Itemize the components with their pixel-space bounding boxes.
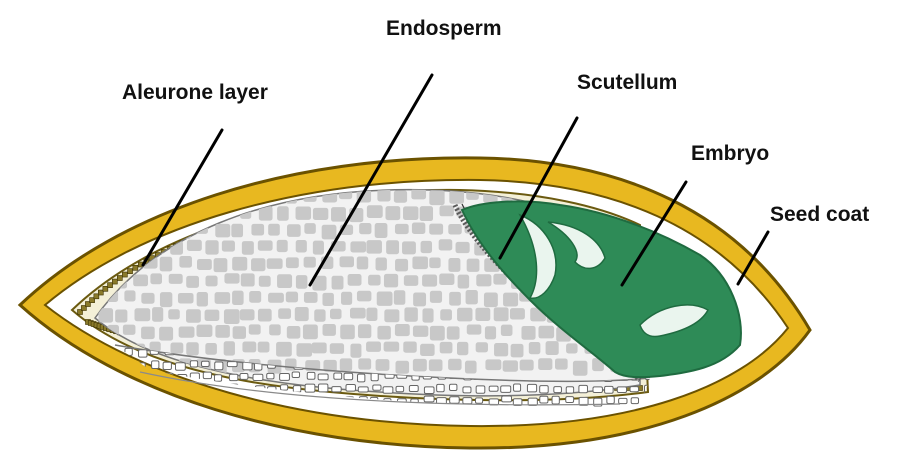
label-scutellum: Scutellum — [577, 71, 677, 94]
label-endosperm: Endosperm — [386, 17, 502, 40]
label-aleurone-layer: Aleurone layer — [122, 81, 268, 104]
label-embryo: Embryo — [691, 142, 769, 165]
label-seed-coat: Seed coat — [770, 203, 869, 226]
